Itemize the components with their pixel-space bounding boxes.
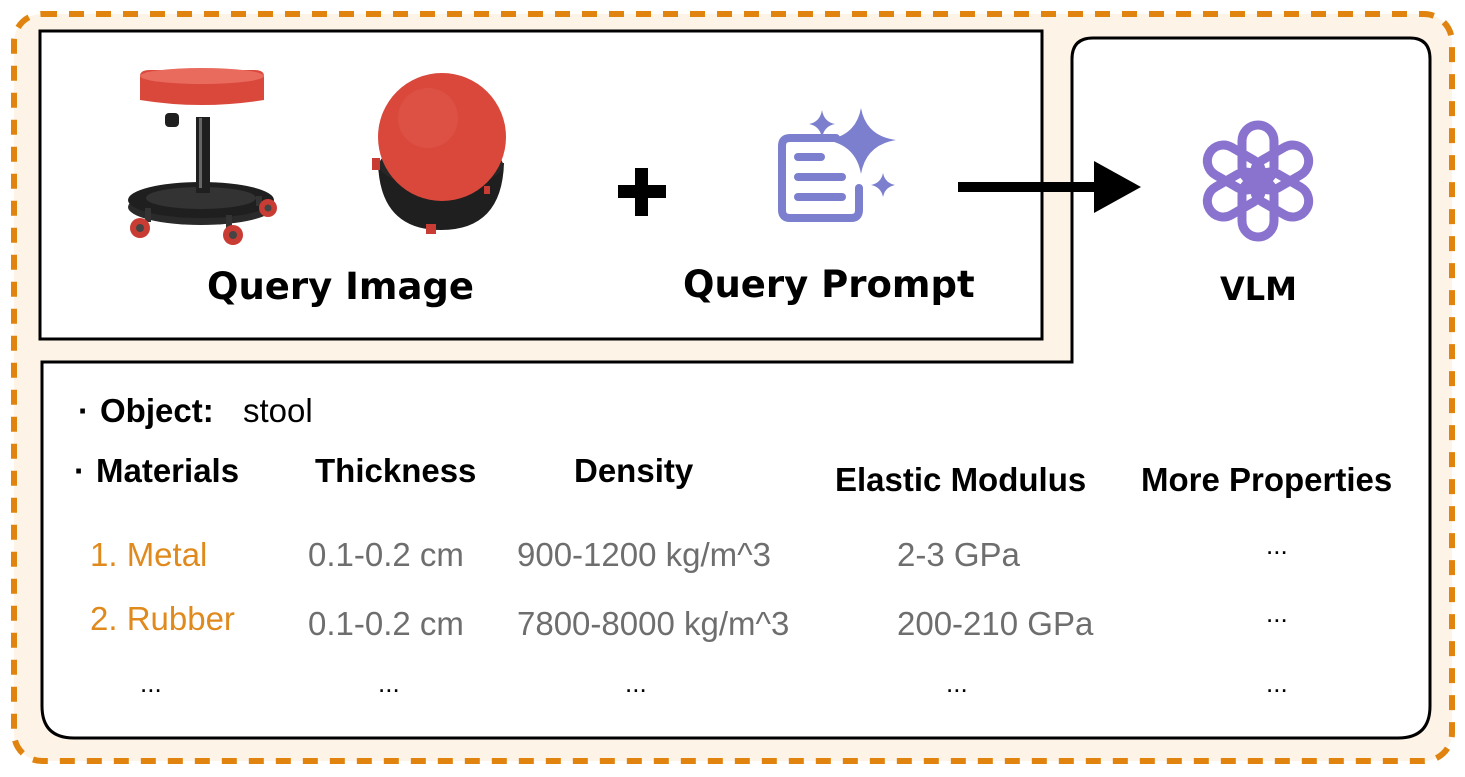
- row2-material: 2. Rubber: [90, 600, 235, 637]
- arrow-right-icon: [958, 161, 1141, 213]
- header-elastic-modulus: Elastic Modulus: [835, 461, 1087, 498]
- ai-prompt-document-icon: [778, 108, 896, 222]
- row2-modulus: 200-210 GPa: [897, 605, 1094, 642]
- ellipsis-modulus: ...: [946, 668, 968, 698]
- header-materials: Materials: [96, 452, 240, 489]
- vlm-logo-icon: [1202, 120, 1314, 242]
- ellipsis-thickness: ...: [378, 668, 400, 698]
- ellipsis-materials: ...: [140, 668, 162, 698]
- header-density: Density: [574, 452, 694, 489]
- ellipsis-more: ...: [1266, 668, 1288, 698]
- row1-thickness: 0.1-0.2 cm: [308, 536, 464, 573]
- row2-thickness: 0.1-0.2 cm: [308, 605, 464, 642]
- plus-icon: [618, 168, 666, 216]
- query-image-label: Query Image: [207, 265, 475, 308]
- row1-material: 1. Metal: [90, 536, 208, 573]
- object-value: stool: [243, 392, 313, 429]
- row1-modulus: 2-3 GPa: [897, 536, 1020, 573]
- vlm-label: VLM: [1220, 270, 1297, 308]
- object-bullet: ·: [78, 392, 89, 429]
- row2-more: ...: [1266, 598, 1288, 628]
- object-key: Object:: [100, 392, 214, 429]
- header-more-properties: More Properties: [1141, 461, 1393, 498]
- row2-density: 7800-8000 kg/m^3: [517, 605, 790, 642]
- stool-top-image: [372, 73, 506, 234]
- row1-density: 900-1200 kg/m^3: [517, 536, 771, 573]
- vlm-result-panel: [40, 36, 1432, 740]
- ellipsis-density: ...: [625, 668, 647, 698]
- query-prompt-label: Query Prompt: [683, 263, 975, 306]
- stool-side-image: [128, 68, 277, 245]
- header-thickness: Thickness: [315, 452, 477, 489]
- materials-bullet: ·: [74, 452, 85, 489]
- row1-more: ...: [1266, 530, 1288, 560]
